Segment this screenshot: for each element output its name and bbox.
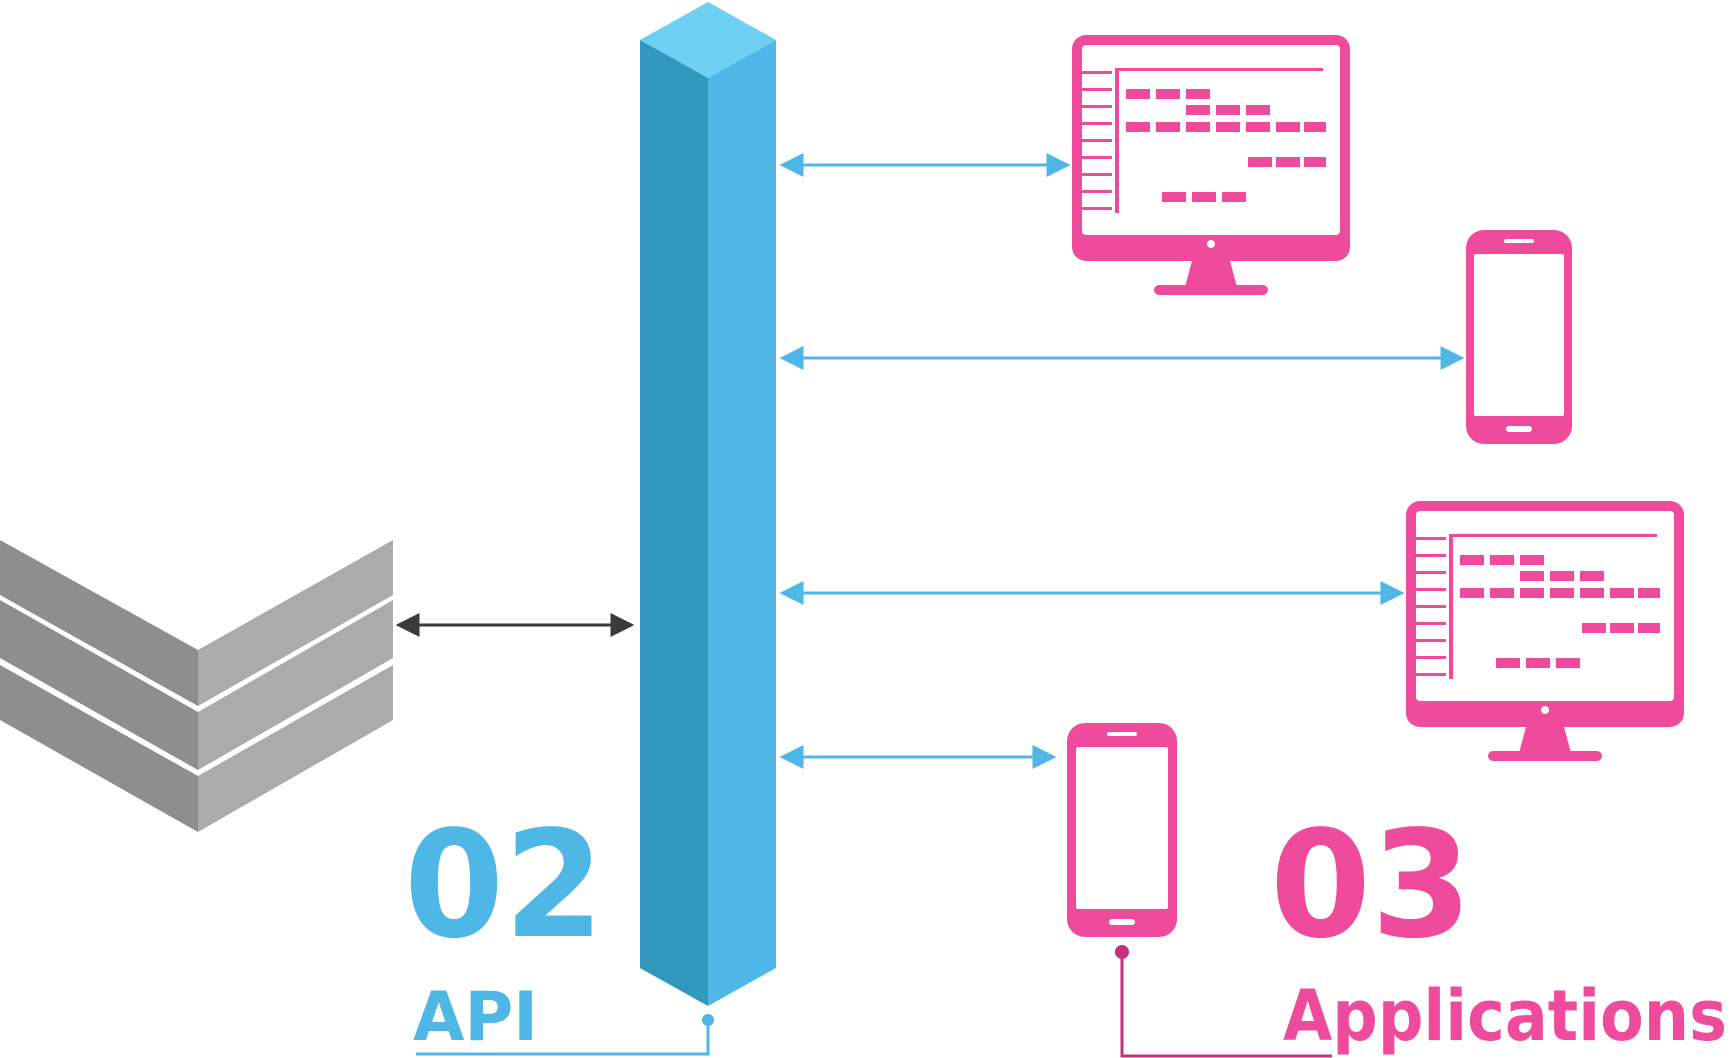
mobile-phone-2 — [1067, 723, 1177, 937]
layered-stack — [0, 540, 393, 832]
applications-number: 03 — [1270, 799, 1472, 971]
mobile-phone-icon — [1067, 723, 1177, 937]
api-leader-line — [416, 1014, 714, 1056]
desktop-monitor-2 — [1406, 501, 1684, 761]
applications-label: Applications — [1283, 975, 1727, 1057]
pillar-icon — [640, 2, 776, 1006]
mobile-phone-icon — [1466, 230, 1572, 444]
desktop-monitor-icon — [1072, 35, 1350, 295]
mobile-phone-1 — [1466, 230, 1572, 444]
desktop-monitor-icon — [1406, 501, 1684, 761]
api-pillar — [640, 2, 776, 1006]
desktop-monitor-1 — [1072, 35, 1350, 295]
applications-leader-line — [1115, 945, 1332, 1058]
api-number: 02 — [404, 799, 604, 971]
stacked-layers-icon — [0, 540, 393, 832]
api-label: API — [413, 978, 538, 1057]
